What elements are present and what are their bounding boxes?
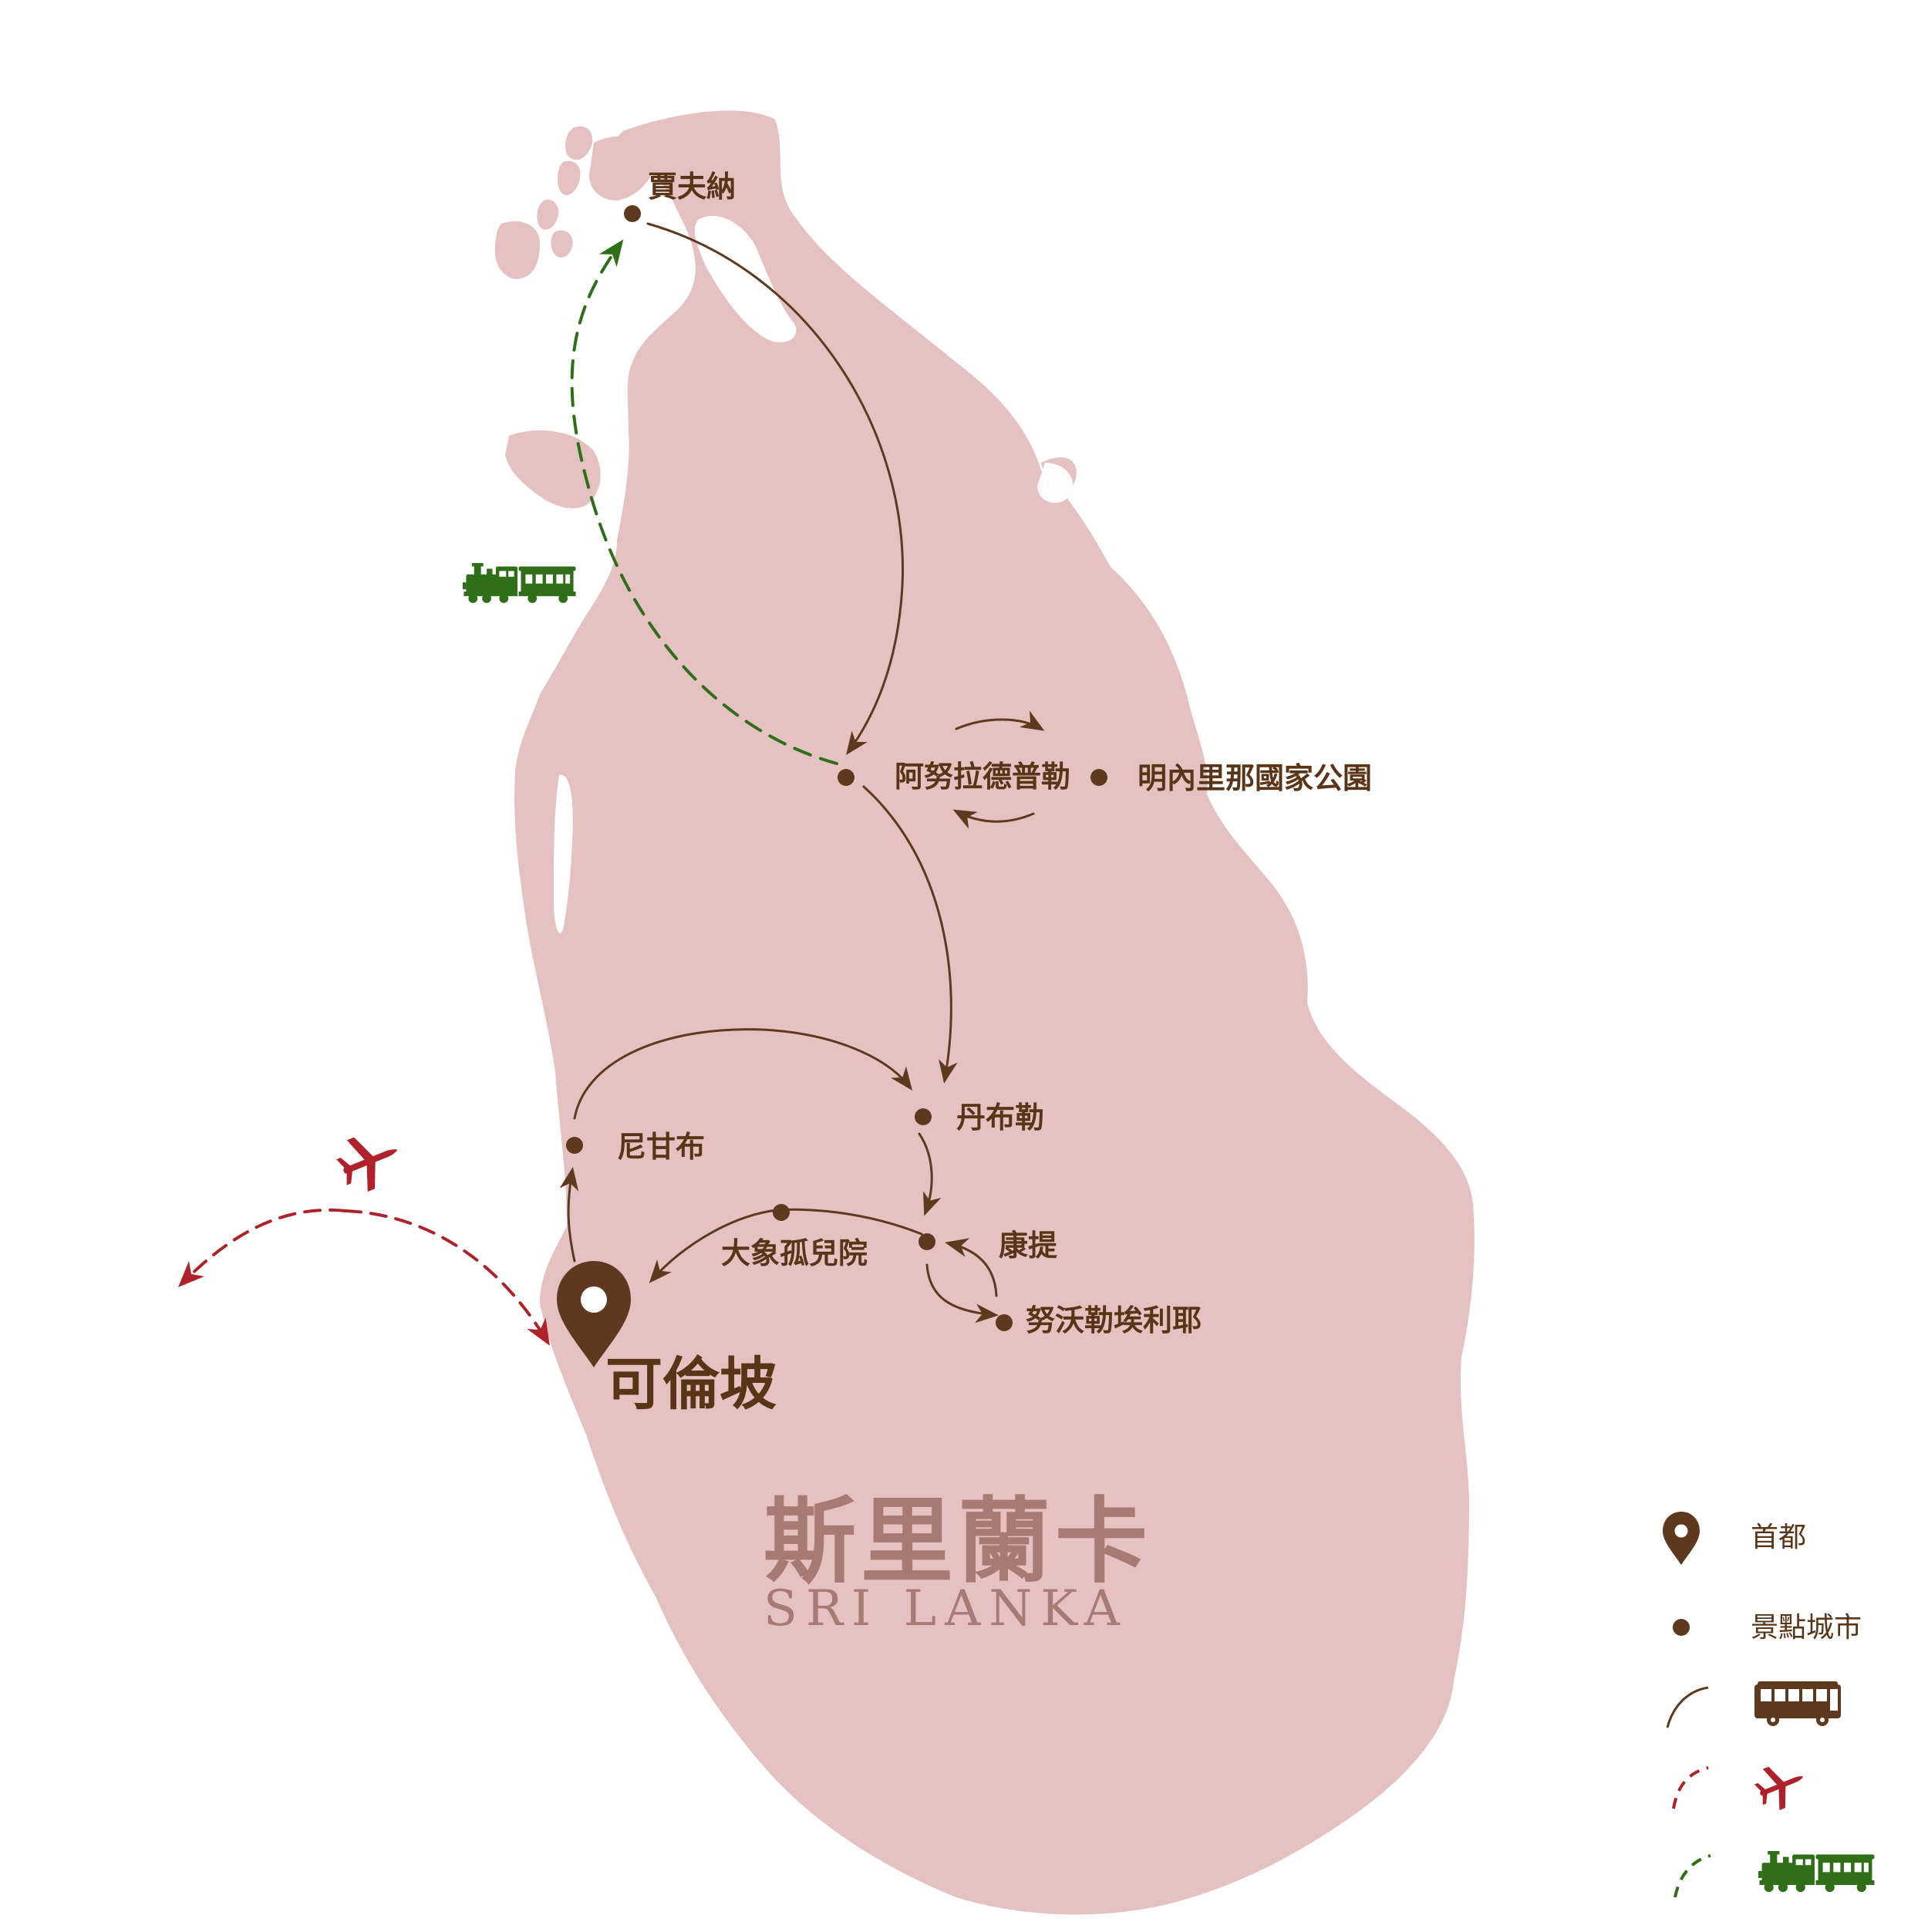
city-dot-dambulla (915, 1108, 932, 1125)
bus-route-anuradhapura-dambulla (862, 785, 958, 1084)
city-label-dambulla: 丹布勒 (956, 1100, 1044, 1135)
city-label-minneriya: 明內里那國家公園 (1138, 760, 1372, 795)
flight-route (177, 1208, 347, 1288)
city-label-kandy: 康提 (999, 1228, 1057, 1263)
bus-icon (1754, 1681, 1841, 1726)
routes (177, 222, 1045, 1346)
bus-route-kandy-nuwara-eliya (925, 1263, 999, 1323)
coastal-water (554, 215, 1073, 934)
city-label-pinnawala: 大象孤兒院 (721, 1236, 868, 1270)
city-dot-negombo (566, 1137, 583, 1154)
city-label-nuwara-eliya: 努沃勒埃利耶 (1026, 1303, 1202, 1337)
bus-route-from-minneriya (952, 809, 1035, 829)
country-name-en: SRI LANKA (763, 1580, 1128, 1637)
city-dot-jaffna (624, 205, 641, 222)
city-dot-minneriya (1090, 769, 1107, 786)
legend-plane-icon (1750, 1755, 1812, 1816)
city-label-jaffna: 賈夫納 (648, 169, 736, 204)
train-icon (463, 563, 576, 603)
plane-icon (331, 1124, 408, 1199)
city-labels: 賈夫納 阿努拉德普勒 明內里那國家公園 丹布勒 尼甘布 大象孤兒院 康提 努沃勒… (617, 169, 1372, 1337)
legend-train-icon (1758, 1851, 1875, 1893)
legend-city-label: 景點城市 (1751, 1612, 1862, 1644)
city-dot-kandy (918, 1233, 935, 1250)
legend-train-line (1674, 1854, 1711, 1898)
flight-route-inbound (344, 1209, 550, 1346)
train-route-anuradhapura-jaffna (570, 239, 838, 765)
sri-lanka-landmass (494, 110, 1475, 1915)
bus-route-colombo-negombo (559, 1167, 579, 1263)
legend-bus-line (1666, 1686, 1709, 1728)
legend-city-dot (1673, 1619, 1690, 1636)
legend-flight-line (1672, 1766, 1709, 1809)
city-markers (566, 205, 1107, 1331)
country-name-zh: 斯里蘭卡 (763, 1487, 1152, 1596)
legend-capital-icon (1663, 1512, 1700, 1565)
city-dot-anuradhapura (838, 769, 854, 786)
map-pin-icon (557, 1261, 631, 1367)
legend-capital-label: 首都 (1751, 1522, 1806, 1553)
capital-label: 可倫坡 (605, 1351, 777, 1418)
city-dot-pinnawala (773, 1204, 790, 1221)
city-dot-nuwara-eliya (996, 1314, 1013, 1331)
bus-route-kandy-colombo (649, 1208, 923, 1283)
bus-route-jaffna-anuradhapura (646, 222, 905, 756)
city-label-anuradhapura: 阿努拉德普勒 (895, 759, 1070, 794)
bus-route-to-minneriya (955, 710, 1045, 731)
legend: 首都 景點城市 (1663, 1512, 1875, 1898)
city-label-negombo: 尼甘布 (617, 1129, 705, 1164)
bus-route-nuwara-eliya-kandy (945, 1238, 998, 1297)
bus-route-dambulla-kandy (918, 1132, 942, 1216)
bus-route-negombo-dambulla (573, 1028, 913, 1120)
